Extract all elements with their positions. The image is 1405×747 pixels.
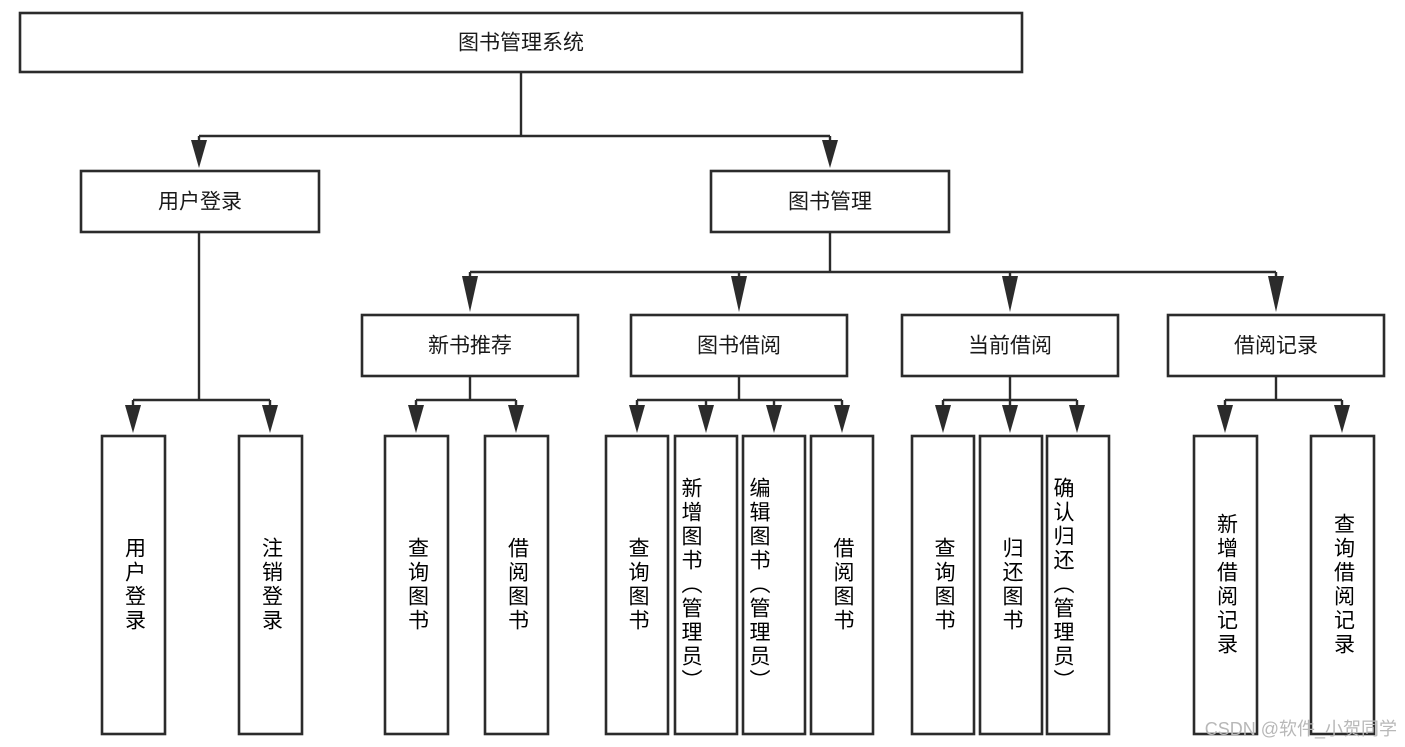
node-records-box[interactable] [1166,313,1386,378]
node-records-label: 借阅记录 [1234,335,1318,358]
connector-group-newbook-to-leaves [408,376,524,433]
arrow-head-leaf-query-book-2 [629,405,645,433]
node-newbook[interactable]: 新书推荐 [360,313,580,378]
connector-group-current-to-leaves [935,376,1085,433]
node-borrow[interactable]: 图书借阅 [629,313,849,378]
node-newbook-box[interactable] [360,313,580,378]
node-leaf-borrow-book-1[interactable]: 借阅图书 [483,434,550,736]
node-leaf-user-login-label: 用户登录 [122,537,146,633]
arrow-head-leaf-edit-book [766,405,782,433]
node-current-box[interactable] [900,313,1120,378]
node-leaf-query-record-box[interactable] [1309,434,1376,736]
arrow-head-newbook [462,276,478,312]
node-current-label: 当前借阅 [968,335,1052,358]
node-leaf-query-book-1[interactable]: 查询图书 [383,434,450,736]
arrow-head-leaf-query-book-1 [408,405,424,433]
node-borrow-box[interactable] [629,313,849,378]
arrow-head-leaf-add-record [1217,405,1233,433]
node-leaf-borrow-book-1-label: 借阅图书 [505,537,529,633]
node-leaf-query-record[interactable]: 查询借阅记录 [1309,434,1376,736]
node-leaf-add-record[interactable]: 新增借阅记录 [1192,434,1259,736]
node-leaf-user-login[interactable]: 用户登录 [100,434,167,736]
arrow-head-leaf-query-book-3 [935,405,951,433]
node-leaf-borrow-book-1-box[interactable] [483,434,550,736]
arrow-head-leaf-borrow-book-2 [834,405,850,433]
node-leaf-borrow-book-2-box[interactable] [809,434,875,736]
node-leaf-borrow-book-2-label: 借阅图书 [831,537,854,633]
node-borrow-label: 图书借阅 [697,335,781,358]
node-leaf-confirm-return[interactable]: 确认归还（管理员） [1045,434,1111,736]
node-leaf-query-book-3-box[interactable] [910,434,976,736]
connector-group-borrow-to-leaves [629,376,850,433]
arrow-head-current [1002,276,1018,312]
node-leaf-return-book-label: 归还图书 [1000,537,1023,633]
node-leaf-add-book-label: 新增图书（管理员） [679,477,702,693]
node-login[interactable]: 用户登录 [79,169,321,234]
node-leaf-add-record-box[interactable] [1192,434,1259,736]
node-leaf-query-book-1-label: 查询图书 [405,537,429,633]
node-root-box[interactable] [18,11,1024,74]
node-leaf-confirm-return-label: 确认归还（管理员） [1051,477,1074,693]
arrow-head-leaf-user-login [125,405,141,433]
node-leaf-return-book[interactable]: 归还图书 [978,434,1044,736]
arrow-head-leaf-return-book [1002,405,1018,433]
node-bookmgmt-label: 图书管理 [788,191,872,214]
node-root[interactable]: 图书管理系统 [18,11,1024,74]
node-leaf-logout-label: 注销登录 [259,537,283,633]
node-login-label: 用户登录 [158,191,242,214]
node-root-label: 图书管理系统 [458,32,584,55]
node-leaf-query-book-1-box[interactable] [383,434,450,736]
arrow-head-leaf-confirm-return [1069,405,1085,433]
node-leaf-query-book-3-label: 查询图书 [932,537,955,633]
node-leaf-query-book-3[interactable]: 查询图书 [910,434,976,736]
node-records[interactable]: 借阅记录 [1166,313,1386,378]
node-leaf-edit-book-label: 编辑图书（管理员） [747,477,770,693]
node-leaf-query-book-2[interactable]: 查询图书 [604,434,670,736]
connector-group-root-to-level2 [191,72,838,168]
node-leaf-add-book[interactable]: 新增图书（管理员） [673,434,739,736]
node-bookmgmt[interactable]: 图书管理 [709,169,951,234]
node-leaf-query-book-2-label: 查询图书 [626,537,649,633]
node-leaf-logout-box[interactable] [237,434,304,736]
arrow-head-bookmgmt [822,140,838,168]
node-leaf-borrow-book-2[interactable]: 借阅图书 [809,434,875,736]
connector-group-records-to-leaves [1217,376,1350,433]
arrow-head-leaf-borrow-book-1 [508,405,524,433]
node-leaf-logout[interactable]: 注销登录 [237,434,304,736]
arrow-head-login [191,140,207,168]
node-leaf-query-book-2-box[interactable] [604,434,670,736]
arrow-head-borrow [731,276,747,312]
node-leaf-query-record-label: 查询借阅记录 [1331,513,1355,657]
node-leaf-edit-book[interactable]: 编辑图书（管理员） [741,434,807,736]
arrow-head-leaf-logout [262,405,278,433]
csdn-watermark: CSDN @软件_小贺同学 [1204,719,1397,739]
node-leaf-confirm-return-box[interactable] [1045,434,1111,736]
connector-group-login-to-leaves [125,232,278,433]
node-bookmgmt-box[interactable] [709,169,951,234]
node-newbook-label: 新书推荐 [428,335,512,358]
node-leaf-user-login-box[interactable] [100,434,167,736]
node-leaf-return-book-box[interactable] [978,434,1044,736]
arrow-head-records [1268,276,1284,312]
connector-group-bookmgmt-to-level3 [462,232,1284,312]
node-leaf-add-record-label: 新增借阅记录 [1214,513,1238,657]
node-leaf-add-book-box[interactable] [673,434,739,736]
arrow-head-leaf-query-record [1334,405,1350,433]
arrow-head-leaf-add-book [698,405,714,433]
node-login-box[interactable] [79,169,321,234]
node-leaf-edit-book-box[interactable] [741,434,807,736]
node-current[interactable]: 当前借阅 [900,313,1120,378]
